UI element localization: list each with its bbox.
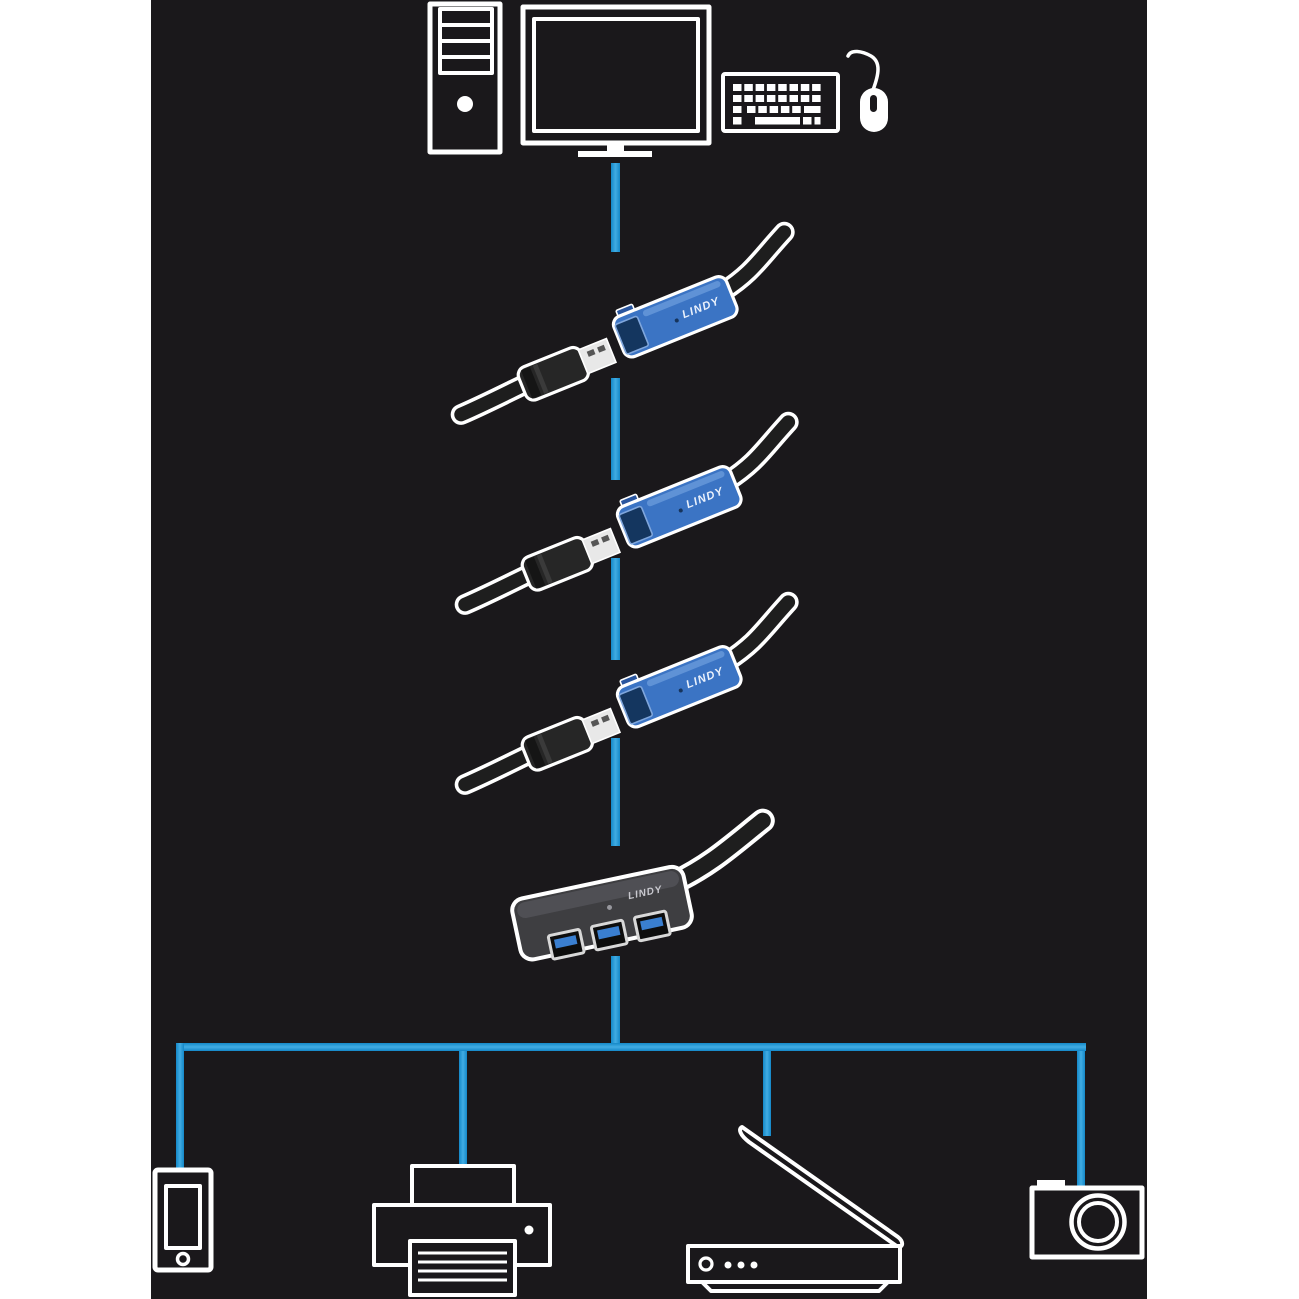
usb-hub: LINDY <box>510 808 775 962</box>
branch-line-printer <box>459 1051 467 1172</box>
chain-line-segment-4 <box>611 738 620 846</box>
hub-led <box>607 904 613 910</box>
printer-icon <box>372 1164 552 1297</box>
chain-line-segment-5 <box>611 956 620 1047</box>
mouse-icon <box>846 49 888 132</box>
camera-shutter-button <box>1037 1180 1065 1190</box>
scanner-stand <box>700 1280 890 1293</box>
usb3-port-icon <box>633 909 672 943</box>
usb3-port-icon <box>546 928 586 961</box>
chain-line-segment-1 <box>611 163 620 252</box>
usb3-port-icon <box>589 918 629 952</box>
diagram-panel: LINDY <box>151 0 1147 1299</box>
camera-lens-outer <box>1069 1193 1127 1251</box>
usb-connection-lines <box>176 163 1086 1192</box>
branch-line-camera <box>1077 1051 1085 1192</box>
keyboard-icon <box>721 72 840 133</box>
smartphone-icon <box>152 1167 214 1273</box>
chain-line-segment-2 <box>611 378 620 480</box>
camera-lens-inner <box>1077 1201 1119 1243</box>
camera-icon <box>1029 1180 1145 1260</box>
flatbed-scanner-icon <box>686 1125 905 1293</box>
scanner-lid <box>738 1125 905 1249</box>
distribution-bus-line <box>176 1043 1086 1051</box>
hub-cable <box>662 808 775 895</box>
peripheral-devices <box>152 1125 1145 1297</box>
hub-top-sheen <box>517 871 679 919</box>
chain-line-segment-3 <box>611 558 620 660</box>
host-computer-set <box>427 1 888 157</box>
desktop-tower-icon <box>427 1 503 155</box>
monitor-icon <box>520 4 712 157</box>
diagram-canvas: LINDY <box>152 1 1145 1297</box>
usb-extension-3 <box>447 602 812 798</box>
branch-line-smartphone <box>176 1043 184 1172</box>
branch-line-scanner <box>763 1051 771 1136</box>
usb-extension-2 <box>447 422 812 618</box>
usb-extension-1 <box>443 232 808 428</box>
scanner-base <box>686 1244 902 1284</box>
hub-usb3-ports <box>546 909 672 961</box>
